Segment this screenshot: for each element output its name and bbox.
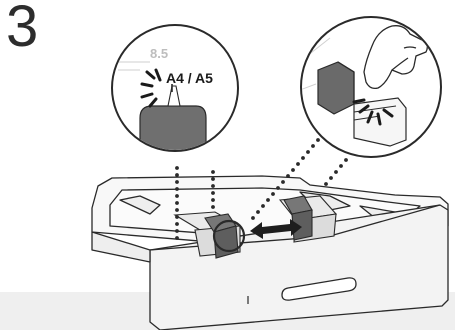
side-guide-right	[283, 195, 313, 241]
size-guide-slab	[139, 105, 207, 150]
click-burst-icon-right	[352, 98, 394, 126]
double-arrow-icon	[250, 219, 302, 239]
callout-left: 8.5 A4 / A5	[111, 24, 239, 152]
guide-highlight-circle	[212, 219, 246, 253]
dotted-leaders	[175, 138, 348, 240]
click-burst-icon-left	[140, 68, 162, 108]
scale-value: 8.5	[150, 46, 168, 61]
guide-block	[317, 61, 355, 115]
callout-right	[300, 16, 442, 158]
size-label: A4 / A5	[166, 70, 213, 86]
hand-icon	[363, 25, 428, 90]
step-number: 3	[6, 0, 39, 59]
tray-handle	[281, 277, 357, 301]
